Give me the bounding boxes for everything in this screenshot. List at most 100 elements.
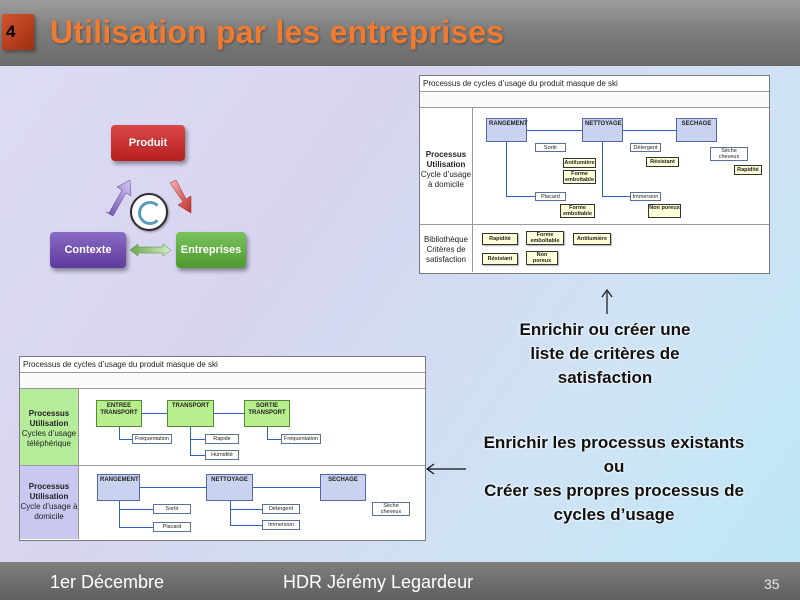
slide-number-badge: 4: [2, 14, 34, 50]
panel-bottom-row2-head: Processus Utilisation Cycle d’usage à do…: [20, 466, 79, 539]
connector: [190, 427, 191, 455]
connector: [140, 487, 206, 488]
lib-forme: Forme emboîtable: [526, 231, 564, 245]
node-nettoyage: NETTOYAGE: [582, 118, 623, 142]
callout-processes-line1: Enrichir les processus existants: [483, 433, 745, 452]
connector: [230, 501, 231, 525]
callout-processes-line4: cycles d’usage: [553, 505, 675, 524]
node-transport: TRANSPORT: [167, 400, 214, 427]
connector: [119, 427, 120, 439]
lab-logo-icon: [130, 193, 168, 231]
connector: [119, 439, 132, 440]
connector: [119, 527, 153, 528]
sub-frequentation-2: Fréquentation: [281, 434, 321, 444]
panel-bottom-row1-head: Processus Utilisation Cycles d’usage tél…: [20, 389, 79, 465]
arrow-contexte-entreprises: [129, 243, 172, 257]
callout-criteria-line2: liste de critères de: [530, 344, 680, 363]
panel-bottom-row2-title: Processus Utilisation: [28, 482, 70, 501]
sub-detergent: Détergent: [630, 143, 661, 152]
panel-bottom-row-divider: [20, 465, 425, 466]
callout-processes-line2: ou: [603, 457, 625, 476]
callout-criteria-line1: Enrichir ou créer une: [519, 320, 691, 339]
lib-antilumiere: Antilumière: [573, 233, 611, 245]
criteria-antilumiere: Antilumière: [563, 158, 596, 168]
connector: [119, 509, 153, 510]
process-panel-bottom: Processus de cycles d’usage du produit m…: [19, 356, 426, 541]
criteria-non-poreux: Non poreux: [648, 204, 681, 218]
produit-box: Produit: [111, 125, 185, 161]
connector: [230, 509, 262, 510]
panel-bottom-row2-subtitle: Cycle d’usage à domicile: [20, 502, 78, 521]
sub-seche-cheveux: Sèche cheveux: [710, 147, 748, 161]
footer-page-number: 35: [764, 576, 780, 592]
entreprises-box: Entreprises: [176, 232, 246, 268]
callout-processes: Enrichir les processus existants ou Crée…: [452, 431, 776, 527]
panel-bottom-strip: [20, 374, 425, 389]
panel-top-row2-title: Bibliothèque Critères de satisfaction: [423, 235, 469, 264]
node-nettoyage-bottom: NETTOYAGE: [206, 474, 253, 501]
slide-header: 4 Utilisation par les entreprises: [0, 0, 800, 66]
callout-criteria: Enrichir ou créer une liste de critères …: [490, 318, 720, 390]
footer-date: 1er Décembre: [50, 572, 165, 592]
criteria-rapidite: Rapidité: [734, 165, 762, 175]
connector: [602, 196, 630, 197]
node-sechage-bottom: SECHAGE: [320, 474, 366, 501]
node-sortie-transport: SORTIE TRANSPORT: [244, 400, 290, 427]
criteria-forme-1: Forme emboîtable: [563, 170, 596, 184]
connector: [506, 142, 507, 197]
connector: [506, 196, 535, 197]
contexte-box: Contexte: [50, 232, 126, 268]
criteria-resistant: Résistant: [646, 157, 679, 167]
connector: [267, 427, 268, 439]
connector: [142, 413, 167, 414]
connector: [527, 130, 582, 131]
sub-sortir-bottom: Sortir: [153, 504, 191, 514]
sub-placard-bottom: Placard: [153, 522, 191, 532]
panel-top-row-divider: [420, 224, 769, 225]
sub-rapide: Rapide: [205, 434, 239, 444]
sub-detergent-bottom: Détergent: [262, 504, 300, 514]
connector: [190, 439, 205, 440]
lib-rapidite: Rapidité: [482, 233, 518, 245]
sub-immersion-bottom: Immersion: [262, 520, 300, 530]
node-rangement-bottom: RANGEMENT: [97, 474, 140, 501]
callout-criteria-line3: satisfaction: [557, 368, 653, 387]
connector: [253, 487, 320, 488]
callout-processes-line3: Créer ses propres processus de: [484, 481, 744, 500]
slide-footer: 1er Décembre HDR Jérémy Legardeur 35: [0, 562, 800, 600]
connector: [602, 142, 603, 197]
sub-sortir: Sortir: [535, 143, 566, 152]
panel-top-caption: Processus de cycles d’usage du produit m…: [420, 76, 769, 92]
connector: [623, 130, 676, 131]
panel-top-strip: [420, 93, 769, 108]
criteria-forme-2: Forme emboîtable: [560, 204, 595, 218]
sub-frequentation-1: Fréquentation: [132, 434, 172, 444]
lib-resistant: Résistant: [482, 253, 518, 265]
process-panel-top: Processus de cycles d’usage du produit m…: [419, 75, 770, 274]
panel-bottom-row1-subtitle: Cycles d’usage téléphérique: [21, 429, 77, 448]
node-rangement: RANGEMENT: [486, 118, 528, 142]
connector: [119, 501, 120, 527]
connector: [230, 525, 262, 526]
arrow-produit-to-entreprises: [169, 179, 192, 214]
slide-number-text: 4: [6, 22, 16, 41]
node-sechage: SECHAGE: [676, 118, 717, 142]
panel-bottom-caption: Processus de cycles d’usage du produit m…: [20, 357, 425, 373]
connector: [190, 455, 205, 456]
connector: [214, 413, 244, 414]
panel-top-row1-subtitle: Cycle d’usage à domicile: [420, 170, 472, 189]
sub-placard: Placard: [535, 192, 566, 201]
panel-top-row1-title: Processus Utilisation: [425, 150, 467, 169]
connector: [267, 439, 281, 440]
arrow-contexte-to-produit: [105, 179, 132, 217]
footer-author: HDR Jérémy Legardeur: [283, 572, 474, 592]
slide-title: Utilisation par les entreprises: [50, 14, 505, 50]
sub-seche-cheveux-bottom: Sèche cheveux: [372, 502, 410, 516]
node-entree-transport: ENTREE TRANSPORT: [96, 400, 142, 427]
sub-humidite: Humidité: [205, 450, 239, 460]
panel-top-row1-head: Processus Utilisation Cycle d’usage à do…: [420, 108, 473, 224]
sub-immersion: Immersion: [630, 192, 661, 201]
lib-non-poreux: Non poreux: [526, 251, 558, 265]
